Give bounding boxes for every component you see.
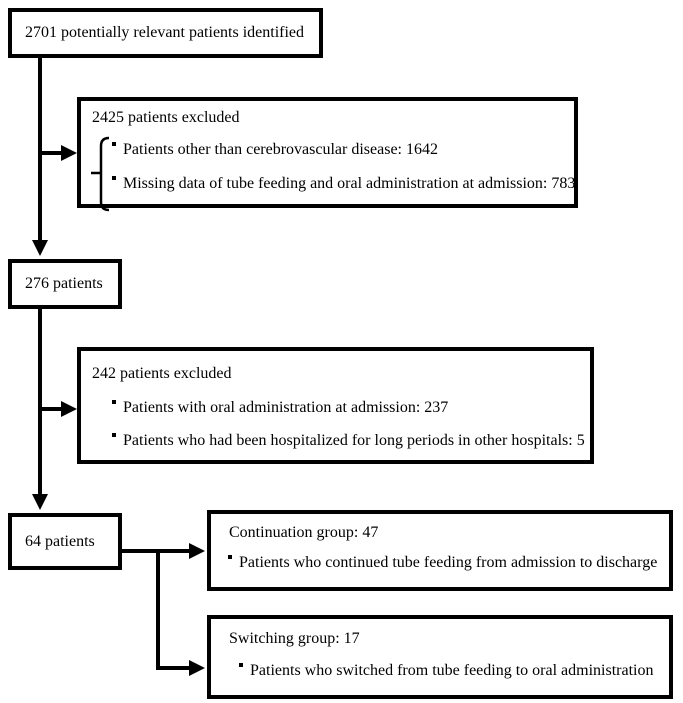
switching-group-items: Patients who switched from tube feeding … (239, 656, 669, 686)
connector-branch-excluded1 (40, 151, 66, 155)
continuation-group-items: Patients who continued tube feeding from… (228, 548, 669, 578)
connector-276-down (38, 309, 42, 496)
bullet-icon (228, 555, 232, 559)
switching-group-box: Switching group: 17 Patients who switche… (207, 615, 673, 699)
excluded-242-box: 242 patients excluded Patients with oral… (77, 347, 594, 464)
connector-branch-switching (156, 666, 192, 670)
patients-276-box: 276 patients (8, 259, 122, 309)
excluded-242-title: 242 patients excluded (92, 365, 232, 382)
identified-patients-label: 2701 potentially relevant patients ident… (25, 24, 305, 41)
arrowhead-down-to-64 (32, 494, 48, 510)
patients-276-label: 276 patients (25, 275, 103, 292)
list-item: Patients who switched from tube feeding … (239, 656, 669, 686)
bullet-icon (112, 400, 116, 404)
list-item-text: Patients who continued tube feeding from… (239, 554, 658, 571)
list-item-text: Patients who switched from tube feeding … (250, 662, 654, 679)
bullet-icon (239, 663, 243, 667)
list-item-text: Patients other than cerebrovascular dise… (123, 141, 438, 158)
connector-identified-down (38, 58, 42, 242)
excluded-2425-items: Patients other than cerebrovascular dise… (112, 133, 576, 201)
connector-64-branch-down (156, 549, 160, 670)
switching-group-title: Switching group: 17 (229, 630, 360, 647)
identified-patients-box: 2701 potentially relevant patients ident… (8, 8, 323, 58)
patients-64-label: 64 patients (25, 532, 95, 550)
arrowhead-down-to-276 (32, 240, 48, 256)
connector-branch-excluded2 (40, 407, 66, 411)
excluded-2425-title: 2425 patients excluded (92, 109, 240, 126)
arrowhead-right-to-continuation (189, 543, 205, 559)
continuation-group-title: Continuation group: 47 (229, 524, 379, 541)
bullet-icon (112, 433, 116, 437)
arrowhead-right-to-excluded2 (61, 401, 77, 417)
list-item: Patients who continued tube feeding from… (228, 548, 669, 578)
list-item: Patients who had been hospitalized for l… (112, 424, 590, 457)
brace-icon (91, 136, 110, 212)
arrowhead-right-to-excluded1 (61, 145, 77, 161)
list-item: Missing data of tube feeding and oral ad… (112, 167, 576, 201)
bullet-icon (112, 176, 116, 180)
list-item-text: Missing data of tube feeding and oral ad… (123, 175, 576, 192)
continuation-group-box: Continuation group: 47 Patients who cont… (207, 510, 673, 591)
patients-64-box: 64 patients (8, 513, 122, 570)
list-item: Patients other than cerebrovascular dise… (112, 133, 574, 167)
list-item: Patients with oral administration at adm… (112, 391, 590, 424)
arrowhead-right-to-switching (189, 660, 205, 676)
excluded-2425-box: 2425 patients excluded Patients other th… (77, 97, 578, 212)
list-item-text: Patients with oral administration at adm… (123, 399, 449, 416)
excluded-242-items: Patients with oral administration at adm… (112, 391, 590, 457)
list-item-text: Patients who had been hospitalized for l… (123, 432, 585, 449)
bullet-icon (112, 142, 116, 146)
